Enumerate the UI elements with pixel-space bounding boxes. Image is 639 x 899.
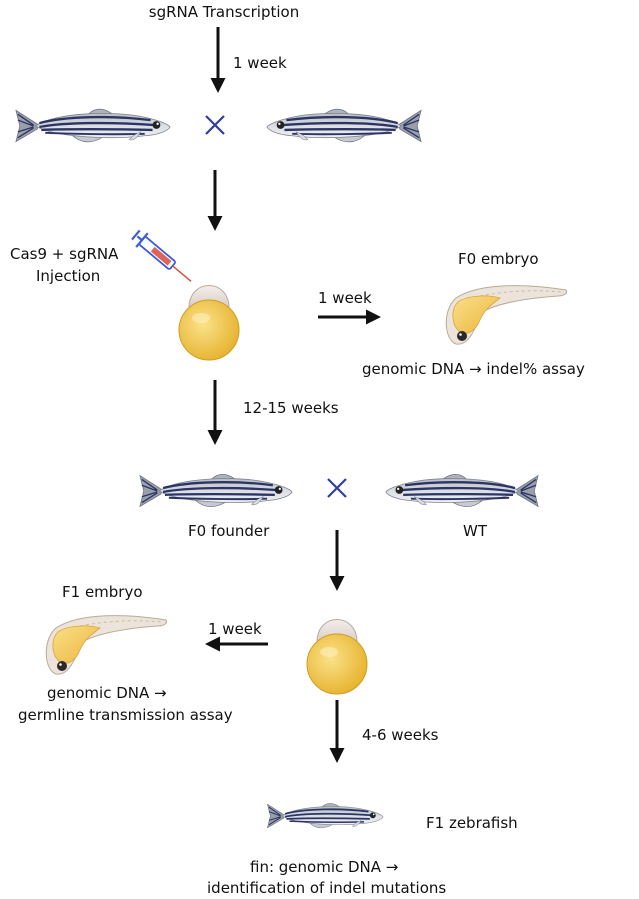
f0-founder-label: F0 founder	[188, 522, 270, 540]
f0-indel-assay-label: genomic DNA → indel% assay	[362, 360, 585, 378]
zebrafish-icon	[265, 107, 423, 144]
larva-icon	[45, 615, 168, 675]
week-1-f0-label: 1 week	[318, 289, 372, 307]
indel-identification-label: identification of indel mutations	[207, 879, 446, 897]
cross-icon	[327, 478, 347, 498]
f0-embryo-label: F0 embryo	[458, 250, 539, 268]
germline-transmission-label: germline transmission assay	[18, 706, 233, 724]
arrows-group	[205, 27, 381, 763]
zebrafish-icon	[266, 802, 385, 829]
week-1-top-label: 1 week	[233, 54, 287, 72]
cas9-sgrna-label: Cas9 + sgRNA	[10, 245, 119, 263]
embryo-egg-icon	[306, 619, 368, 695]
weeks-4-6-label: 4-6 weeks	[362, 726, 439, 744]
weeks-12-15-label: 12-15 weeks	[243, 399, 339, 417]
week-1-f1-label: 1 week	[208, 620, 262, 638]
wt-label: WT	[463, 522, 488, 540]
zebrafish-icon	[138, 473, 294, 509]
injection-label: Injection	[36, 267, 100, 285]
zebrafish-icon	[14, 107, 172, 144]
larva-icon	[445, 285, 568, 345]
zebrafish-icon	[384, 473, 540, 509]
f1-embryo-label: F1 embryo	[62, 583, 143, 601]
cross-icon	[205, 115, 225, 135]
f1-genomic-dna-label: genomic DNA →	[47, 684, 167, 702]
syringe-icon	[131, 229, 192, 282]
sgrna-transcription-label: sgRNA Transcription	[149, 3, 299, 21]
fin-genomic-dna-label: fin: genomic DNA →	[250, 858, 398, 876]
f1-zebrafish-label: F1 zebrafish	[426, 814, 518, 832]
embryo-egg-icon	[178, 285, 240, 361]
